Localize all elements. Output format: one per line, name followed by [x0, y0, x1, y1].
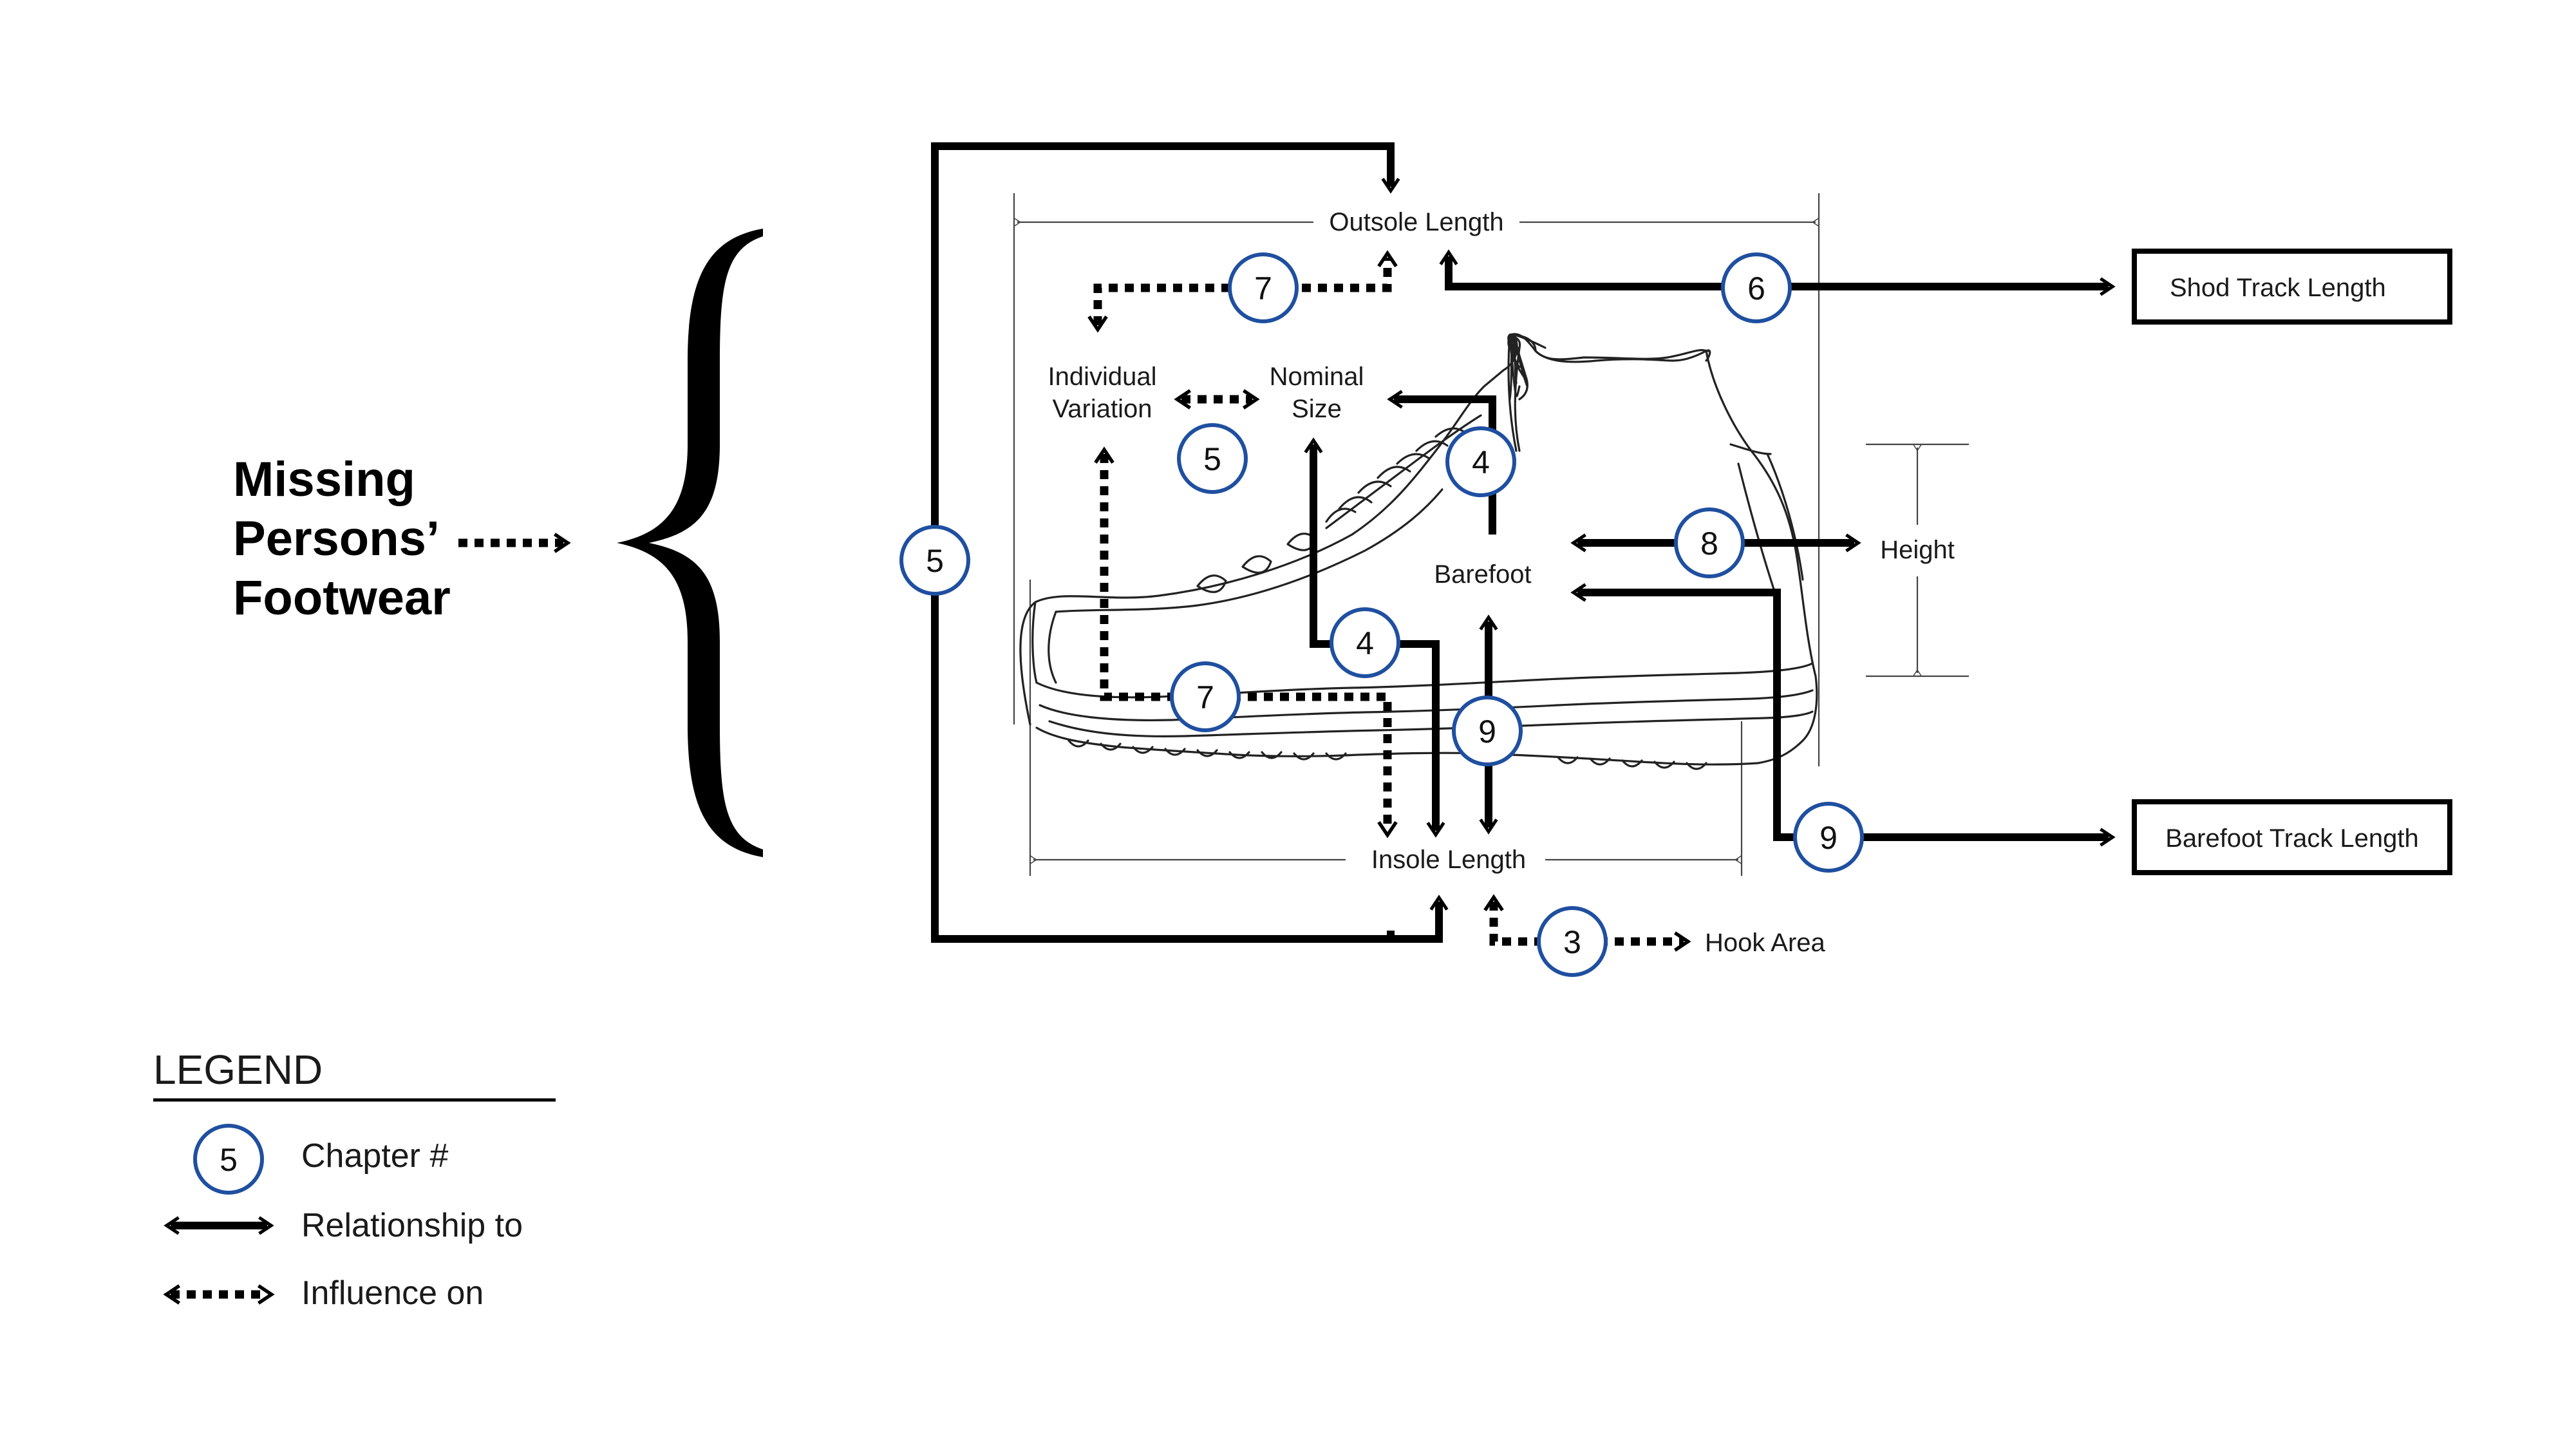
- node-labels: Outsole Length Insole Length Individual …: [1048, 208, 1954, 957]
- insole-length-label: Insole Length: [1371, 846, 1526, 874]
- barefoot-track-length-label: Barefoot Track Length: [2165, 824, 2419, 853]
- chapter-marker-variation-size: 5: [1177, 423, 1248, 494]
- outer-loop-arrow: [931, 142, 1400, 943]
- svg-text:8: 8: [1700, 526, 1718, 562]
- subject-label: Missing Persons’ Footwear: [233, 452, 451, 625]
- svg-text:3: 3: [1563, 924, 1581, 960]
- chapter-marker-outsole-shod: 6: [1721, 252, 1792, 323]
- subject-line-1: Missing: [233, 452, 415, 507]
- individual-variation-label-1: Individual: [1048, 363, 1156, 391]
- legend-chapter-label: Chapter #: [301, 1137, 448, 1175]
- chapter-markers: 5 7 6 5 4 4 8 7: [899, 252, 1864, 977]
- chapter-marker-barefoot-track: 9: [1793, 802, 1864, 873]
- nominal-size-label-2: Size: [1292, 395, 1342, 423]
- svg-text:6: 6: [1747, 270, 1765, 307]
- shod-track-length-box: Shod Track Length: [2132, 249, 2452, 325]
- svg-text:7: 7: [1254, 270, 1272, 307]
- hook-area-label: Hook Area: [1705, 929, 1826, 957]
- svg-text:5: 5: [926, 543, 944, 579]
- svg-text:4: 4: [1472, 444, 1490, 480]
- legend-influence-item: Influence on: [163, 1274, 484, 1312]
- svg-text:9: 9: [1819, 820, 1838, 856]
- barefoot-track-arrow: [1570, 583, 2116, 847]
- subject-line-3: Footwear: [233, 571, 451, 625]
- chapter-marker-hook-area: 3: [1537, 906, 1608, 977]
- bottom-influence-arrow: [1094, 446, 1398, 838]
- outer-loop-arrow-bottom: [1391, 895, 1449, 943]
- height-label: Height: [1880, 536, 1955, 564]
- legend-relationship-label: Relationship to: [301, 1207, 523, 1244]
- legend-influence-label: Influence on: [301, 1274, 484, 1312]
- nominal-size-label-1: Nominal: [1270, 363, 1364, 391]
- outsole-length-label: Outsole Length: [1329, 208, 1503, 236]
- chapter-marker-insole-barefoot: 9: [1452, 696, 1523, 766]
- chapter-marker-bottom-influence: 7: [1170, 661, 1241, 732]
- chapter-marker-size-barefoot: 4: [1445, 426, 1516, 497]
- legend-relationship-item: Relationship to: [164, 1207, 523, 1244]
- barefoot-track-length-box: Barefoot Track Length: [2132, 799, 2452, 875]
- shod-track-length-label: Shod Track Length: [2170, 274, 2386, 302]
- chapter-marker-barefoot-height: 8: [1674, 507, 1745, 578]
- svg-text:4: 4: [1356, 625, 1374, 661]
- legend-title: LEGEND: [153, 1046, 323, 1093]
- chapter-marker-top-influence: 7: [1228, 252, 1299, 323]
- hook-area-arrow: [1483, 894, 1691, 952]
- svg-text:9: 9: [1478, 714, 1496, 750]
- chapter-marker-outer-loop: 5: [899, 525, 970, 596]
- subject-line-2: Persons’: [233, 511, 440, 566]
- curly-brace-icon: [617, 229, 763, 857]
- svg-text:7: 7: [1196, 679, 1214, 715]
- barefoot-label: Barefoot: [1434, 560, 1531, 589]
- legend-chapter-item: 5 Chapter #: [193, 1124, 448, 1195]
- chapter-marker-insole-size: 4: [1330, 607, 1400, 678]
- individual-variation-label-2: Variation: [1053, 395, 1152, 423]
- svg-text:5: 5: [220, 1142, 238, 1178]
- legend: LEGEND 5 Chapter # Relationship to Influ…: [153, 1046, 556, 1312]
- svg-text:5: 5: [1203, 441, 1221, 477]
